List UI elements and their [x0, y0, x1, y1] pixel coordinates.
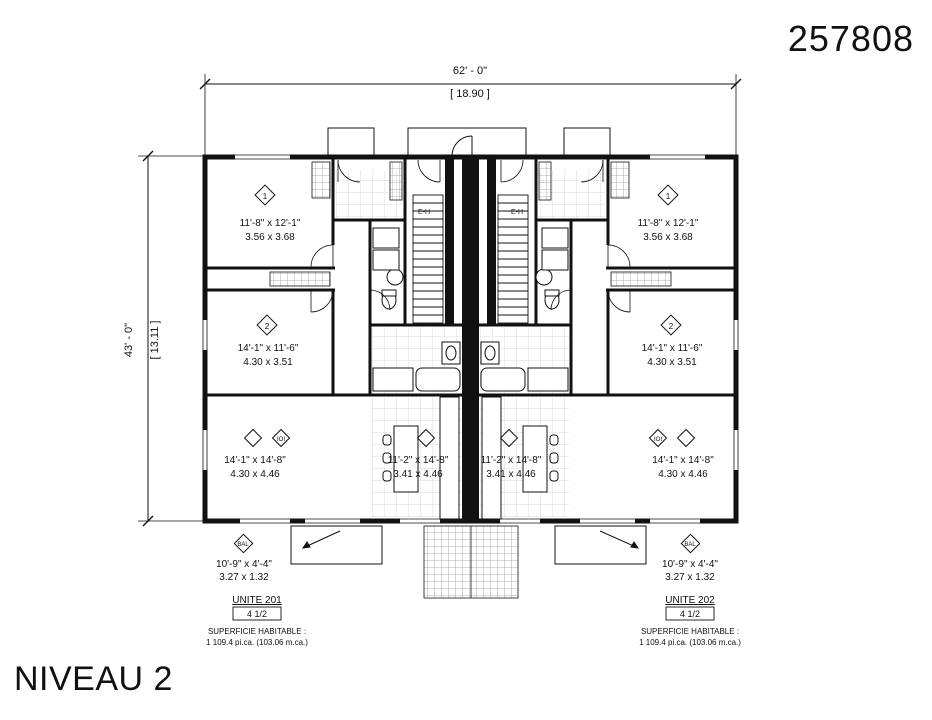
- balcony-right-imperial: 10'-9" x 4'-4": [662, 559, 718, 570]
- balcony-right-metric: 3.27 x 1.32: [665, 572, 715, 583]
- bed1-left-imperial: 11'-8" x 12'-1": [240, 218, 301, 229]
- bed2-left-imperial: 14'-1" x 11'-6": [238, 343, 299, 354]
- depth-dimension: 43' - 0" [ 13.11 ]: [123, 150, 205, 527]
- depth-metric: [ 13.11 ]: [149, 321, 161, 360]
- balcony-right-tag: BAL: [684, 542, 696, 548]
- closets: [269, 161, 672, 287]
- stair-wall-right: [487, 157, 496, 325]
- unit-201-area-value: 1 109.4 pi.ca. (103.06 m.ca.): [206, 638, 308, 647]
- unit-202-area-label: SUPERFICIE HABITABLE :: [641, 627, 739, 636]
- kitchen-right-metric: 3.41 x 4.46: [486, 469, 536, 480]
- unit-201-area-label: SUPERFICIE HABITABLE :: [208, 627, 306, 636]
- bed2-right-tag: 2: [669, 322, 674, 331]
- balcony-labels: BAL 10'-9" x 4'-4" 3.27 x 1.32 BAL 10'-9…: [216, 533, 718, 583]
- bed2-right-metric: 4.30 x 3.51: [647, 357, 697, 368]
- dining-right-icon: IOI: [654, 437, 662, 443]
- unit-202-summary: UNITE 202 4 1/2 SUPERFICIE HABITABLE : 1…: [639, 595, 741, 647]
- balcony-left-metric: 3.27 x 1.32: [219, 572, 269, 583]
- fridge-mark-right: E-H: [511, 209, 523, 216]
- living-left-metric: 4.30 x 4.46: [230, 469, 280, 480]
- bed1-right-imperial: 11'-8" x 12'-1": [638, 218, 699, 229]
- top-porches: [327, 127, 611, 157]
- balconies: [290, 525, 647, 565]
- stairs: [412, 194, 529, 324]
- bed2-left-tag: 2: [265, 322, 270, 331]
- kitchen-right-imperial: 11'-2" x 14'-8": [481, 455, 542, 466]
- kitchen-left-metric: 3.41 x 4.46: [393, 469, 443, 480]
- unit-201-summary: UNITE 201 4 1/2 SUPERFICIE HABITABLE : 1…: [206, 595, 308, 647]
- width-metric: [ 18.90 ]: [450, 88, 490, 100]
- unit-201-type: 4 1/2: [247, 609, 267, 619]
- bed1-right-tag: 1: [666, 192, 671, 201]
- bed2-left-metric: 4.30 x 3.51: [243, 357, 293, 368]
- fridge-mark-left: E-H: [418, 209, 430, 216]
- party-wall: [462, 157, 479, 521]
- bed1-left-metric: 3.56 x 3.68: [245, 232, 295, 243]
- balcony-left-imperial: 10'-9" x 4'-4": [216, 559, 272, 570]
- front-stair: [423, 525, 519, 599]
- unit-202-area-value: 1 109.4 pi.ca. (103.06 m.ca.): [639, 638, 741, 647]
- doors: [310, 159, 631, 313]
- stair-wall-left: [445, 157, 454, 325]
- bathroom-fixtures: [372, 227, 569, 392]
- plan-number: 257808: [787, 18, 914, 59]
- level-title: NIVEAU 2: [14, 660, 173, 698]
- width-dimension: 62' - 0" [ 18.90 ]: [199, 65, 742, 156]
- unit-202-type: 4 1/2: [680, 609, 700, 619]
- depth-imperial: 43' - 0": [123, 323, 135, 357]
- balcony-left-tag: BAL: [237, 542, 249, 548]
- living-right-imperial: 14'-1" x 14'-8": [652, 455, 714, 466]
- kitchen-left-imperial: 11'-2" x 14'-8": [388, 455, 449, 466]
- living-left-imperial: 14'-1" x 14'-8": [224, 455, 286, 466]
- living-right-metric: 4.30 x 4.46: [658, 469, 708, 480]
- width-imperial: 62' - 0": [453, 65, 487, 77]
- room-labels: 1 11'-8" x 12'-1" 3.56 x 3.68 2 14'-1" x…: [224, 184, 714, 480]
- unit-201-name: UNITE 201: [232, 595, 282, 606]
- bed1-right-metric: 3.56 x 3.68: [643, 232, 693, 243]
- kitchen-furniture: [382, 396, 559, 520]
- dining-left-icon: IOI: [277, 437, 285, 443]
- bed2-right-imperial: 14'-1" x 11'-6": [642, 343, 703, 354]
- bed1-left-tag: 1: [263, 192, 268, 201]
- unit-202-name: UNITE 202: [665, 595, 715, 606]
